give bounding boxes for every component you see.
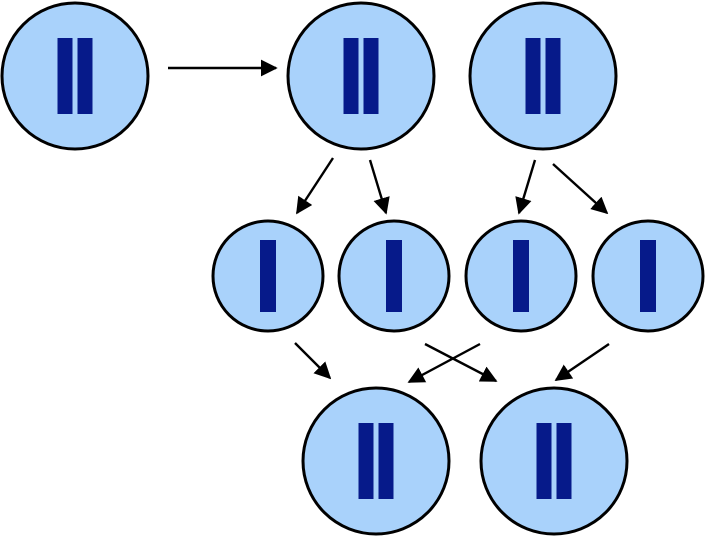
chromosome <box>363 38 379 114</box>
cell-membrane <box>0 1 150 151</box>
arrow-replicated-cell-b-to-gamete-3 <box>515 159 537 215</box>
chromosome <box>57 38 73 114</box>
chromosome <box>77 38 93 114</box>
gamete-1 <box>211 219 325 333</box>
chromosome <box>513 240 529 312</box>
chromosome <box>343 38 359 114</box>
arrow-gamete-2-to-offspring-cell-b <box>424 342 498 383</box>
chromosome <box>260 240 276 312</box>
cell-membrane <box>286 1 436 151</box>
chromosome <box>556 423 572 499</box>
gamete-3 <box>464 219 578 333</box>
chromosome <box>545 38 561 114</box>
arrow-replicated-cell-b-to-gamete-4 <box>552 163 609 215</box>
gamete-2 <box>337 219 451 333</box>
chromosome <box>640 240 656 312</box>
chromosome <box>525 38 541 114</box>
offspring-cell-b <box>479 386 629 536</box>
chromosome <box>358 423 374 499</box>
chromosome <box>386 240 402 312</box>
cell-membrane <box>479 386 629 536</box>
replicated-cell-b <box>468 1 618 151</box>
gamete-4 <box>591 219 705 333</box>
arrow-replicated-cell-a-to-gamete-1 <box>295 157 335 215</box>
cell-membrane <box>468 1 618 151</box>
chromosome <box>536 423 552 499</box>
cell-membrane <box>301 386 451 536</box>
arrows-layer <box>168 59 610 384</box>
offspring-cell-a <box>301 386 451 536</box>
arrow-gamete-3-to-offspring-cell-a <box>407 342 481 384</box>
arrow-gamete-1-to-offspring-cell-a <box>294 342 332 380</box>
parent-cell <box>0 1 150 151</box>
replicated-cell-a <box>286 1 436 151</box>
chromosome <box>378 423 394 499</box>
arrow-gamete-4-to-offspring-cell-b <box>554 343 610 381</box>
arrow-replicated-cell-a-to-gamete-2 <box>368 159 390 215</box>
